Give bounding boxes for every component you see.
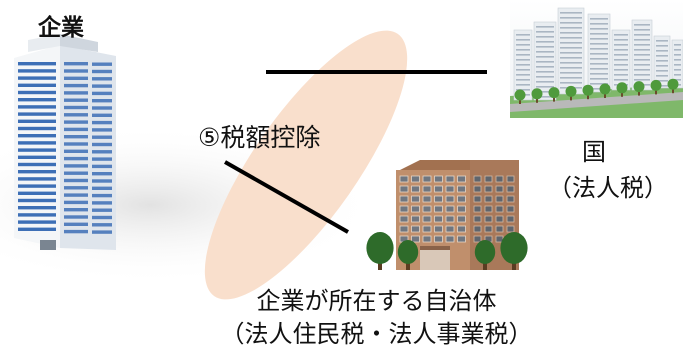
local-government-tax-label: （法人住民税・法人事業税） — [220, 320, 533, 348]
connector-company-local — [224, 160, 349, 234]
tax-credit-step-label: ⑤税額控除 — [198, 123, 321, 152]
city-hall-icon — [366, 160, 528, 270]
local-government-label: 企業が所在する自治体 — [256, 287, 497, 315]
city-skyline-icon — [510, 0, 683, 118]
nation-label: 国 — [582, 138, 606, 166]
company-label: 企業 — [38, 15, 84, 41]
highlight-ellipse — [204, 30, 408, 300]
nation-tax-label: （法人税） — [548, 174, 668, 202]
office-building-icon — [14, 34, 116, 250]
